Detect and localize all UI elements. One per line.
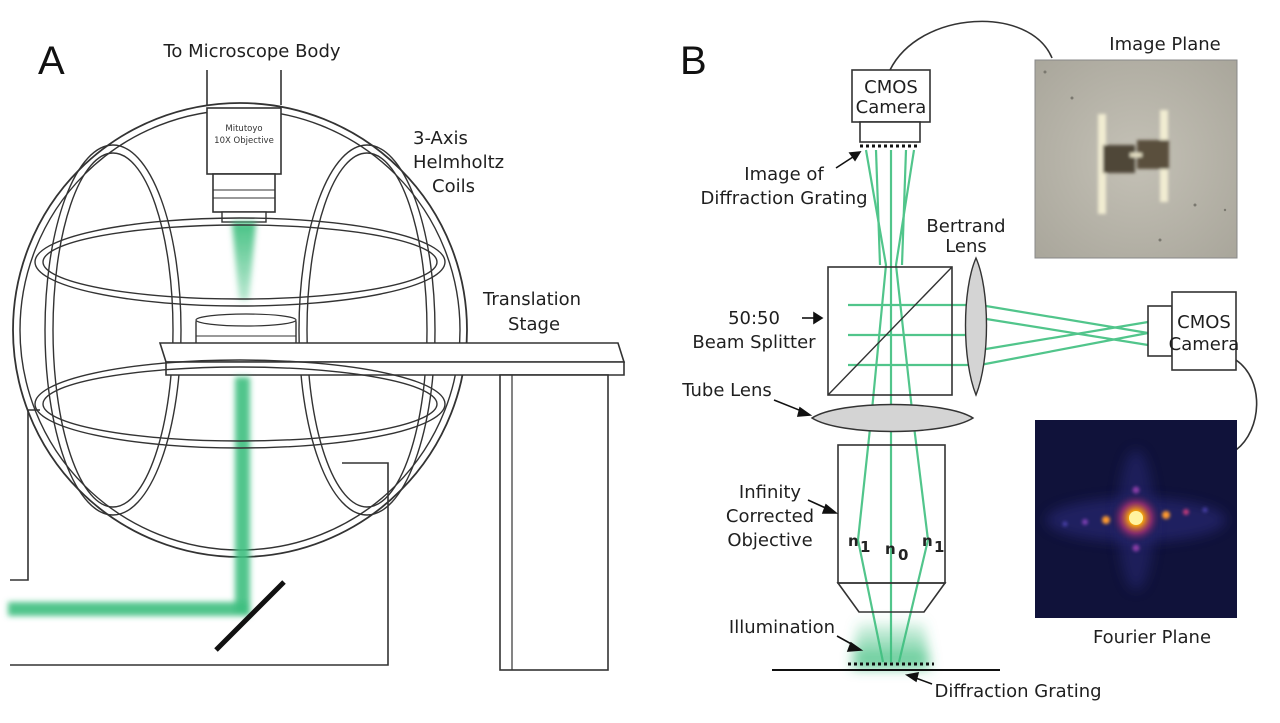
tube-lens	[810, 403, 975, 433]
diffraction-orders: n 1 n 0 n 1	[848, 532, 944, 564]
fourier-plane-label: Fourier Plane	[1093, 627, 1211, 648]
bertrand-label-line2: Lens	[945, 236, 987, 257]
image-plane-label: Image Plane	[1109, 34, 1220, 55]
objective-label-line2: Corrected	[726, 506, 814, 527]
objective-10x: Mitutoyo 10X Objective	[206, 107, 282, 223]
panel-b-label: B	[680, 39, 707, 83]
translation-stage	[158, 342, 626, 671]
fourier-plane-image	[1035, 420, 1237, 618]
order-mid-sub: 0	[898, 546, 908, 564]
mount-frame	[10, 409, 389, 666]
stage-label-line2: Stage	[508, 314, 560, 335]
cmos-camera-right: CMOS Camera	[1147, 291, 1240, 371]
coils-label-line2: Helmholtz	[413, 152, 504, 173]
illumination-beam-a	[8, 377, 250, 616]
image-plane-photo	[1034, 59, 1238, 259]
label-arrows	[773, 151, 933, 685]
camera-right-line2: Camera	[1169, 334, 1240, 355]
microscope-body-label: To Microscope Body	[162, 41, 340, 62]
camera-top-line1: CMOS	[864, 77, 918, 98]
illumination-glow	[852, 622, 930, 668]
objective-model: 10X Objective	[214, 136, 274, 146]
sample-dish	[195, 313, 297, 351]
grating-label: Diffraction Grating	[934, 681, 1101, 702]
coils-label-line3: Coils	[432, 176, 475, 197]
diffraction-grating	[772, 662, 1000, 671]
stage-label-line1: Translation	[482, 289, 581, 310]
bertrand-lens	[964, 256, 988, 397]
coils-label-line1: 3-Axis	[413, 128, 468, 149]
objective-label-line3: Objective	[727, 530, 812, 551]
cable-top-camera	[889, 20, 1053, 71]
vertical-coils	[44, 144, 436, 516]
camera-right-line1: CMOS	[1177, 312, 1231, 333]
order-right-sub: 1	[934, 538, 944, 556]
order-right: n	[922, 532, 933, 550]
order-left: n	[848, 532, 859, 550]
objective-beam-cone	[232, 222, 256, 300]
splitter-label-line2: Beam Splitter	[692, 332, 816, 353]
tube-lens-label: Tube Lens	[681, 380, 771, 401]
lower-horizontal-coil	[34, 359, 446, 449]
beam-splitter	[827, 266, 953, 396]
splitter-label-line1: 50:50	[728, 308, 780, 329]
image-of-label-line1: Image of	[744, 164, 824, 185]
bertrand-label-line1: Bertrand	[926, 216, 1005, 237]
image-of-label-line2: Diffraction Grating	[700, 188, 867, 209]
panel-b: B CMOS Camera	[680, 20, 1258, 702]
illumination-label: Illumination	[729, 617, 835, 638]
camera-top-line2: Camera	[856, 97, 927, 118]
order-left-sub: 1	[860, 538, 870, 556]
objective-brand: Mitutoyo	[225, 124, 262, 134]
infinity-objective	[836, 444, 947, 613]
panel-a: A To Microscope Body	[8, 39, 626, 671]
cable-right-camera	[1235, 359, 1258, 451]
cmos-camera-top: CMOS Camera	[851, 69, 931, 148]
microscope-tube	[206, 70, 282, 105]
upper-horizontal-coil	[34, 217, 446, 307]
fold-mirror	[214, 580, 286, 652]
panel-a-label: A	[38, 39, 65, 83]
order-mid: n	[885, 540, 896, 558]
objective-label-line1: Infinity	[739, 482, 802, 503]
